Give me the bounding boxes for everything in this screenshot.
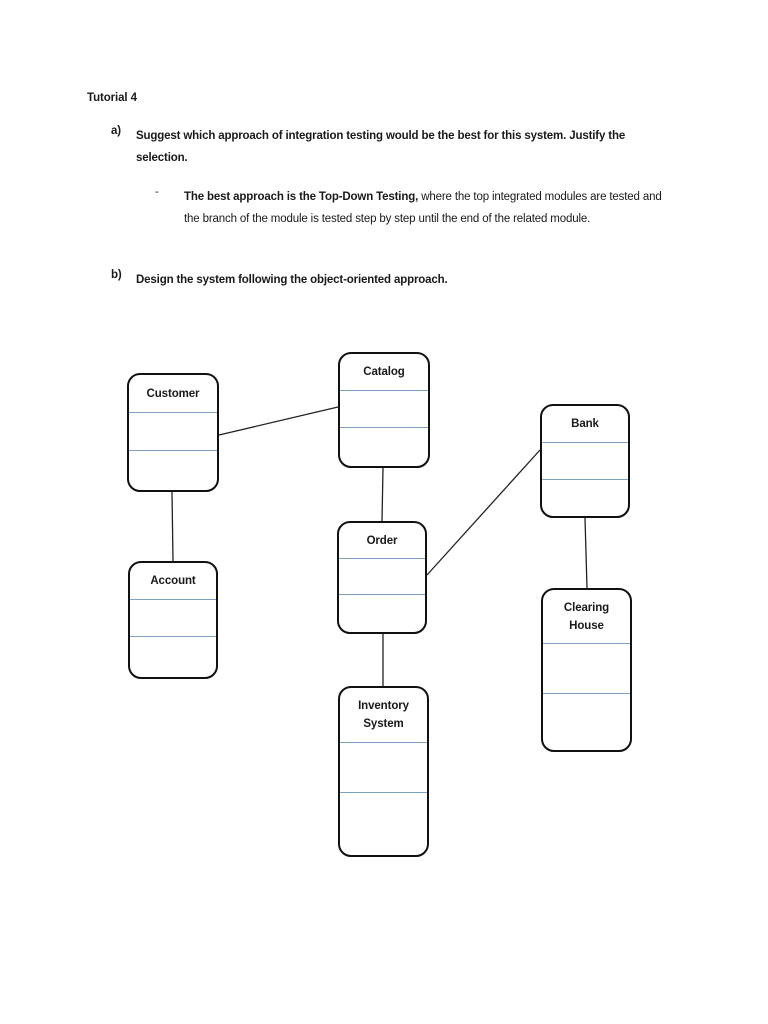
uml-class-order-name: Order <box>339 523 425 559</box>
uml-class-clearing-house-operations <box>543 694 630 750</box>
uml-class-account-name-line1: Account <box>150 575 196 588</box>
uml-class-order-operations <box>339 595 425 632</box>
uml-class-clearing-house-name: Clearing House <box>543 590 630 644</box>
uml-class-clearing-house-name-line2: House <box>569 619 604 632</box>
association-customer-catalog <box>218 406 339 436</box>
uml-class-clearing-house[interactable]: Clearing House <box>541 588 632 752</box>
question-b-marker: b) <box>111 269 122 281</box>
uml-class-customer-attributes <box>129 413 217 451</box>
uml-class-bank-name-line1: Bank <box>571 418 599 431</box>
association-order-bank <box>426 449 541 576</box>
answer-bullet: - The best approach is the Top-Down Test… <box>155 186 675 231</box>
uml-class-inventory-system-attributes <box>340 743 427 793</box>
association-catalog-order <box>381 467 384 522</box>
uml-class-order[interactable]: Order <box>337 521 427 634</box>
question-a: a) Suggest which approach of integration… <box>111 125 671 169</box>
association-customer-account <box>171 491 174 562</box>
question-b-text: Design the system following the object-o… <box>136 274 448 286</box>
answer-bullet-text: The best approach is the Top-Down Testin… <box>184 186 674 231</box>
answer-bullet-bold: The best approach is the Top-Down Testin… <box>184 191 419 203</box>
answer-bullet-rest: where the top integrated modules are tes… <box>184 191 662 226</box>
uml-class-account-attributes <box>130 600 216 637</box>
uml-class-customer-name-line1: Customer <box>146 387 200 400</box>
uml-class-catalog-attributes <box>340 391 428 428</box>
uml-class-order-attributes <box>339 559 425 595</box>
uml-class-customer-operations <box>129 451 217 490</box>
uml-class-account-name: Account <box>130 563 216 600</box>
uml-class-catalog-name: Catalog <box>340 354 428 391</box>
uml-class-inventory-system-name-line2: System <box>363 718 404 730</box>
uml-class-order-name-line1: Order <box>366 534 398 547</box>
question-a-marker: a) <box>111 125 122 137</box>
uml-class-bank-attributes <box>542 443 628 480</box>
question-a-text: Suggest which approach of integration te… <box>136 130 626 165</box>
uml-class-customer-name: Customer <box>129 375 217 413</box>
uml-class-catalog-operations <box>340 428 428 466</box>
association-bank-clearing <box>584 517 588 589</box>
uml-class-account-operations <box>130 637 216 677</box>
uml-class-clearing-house-name-line1: Clearing <box>563 601 610 614</box>
uml-class-catalog-name-line1: Catalog <box>363 366 405 379</box>
uml-class-clearing-house-attributes <box>543 644 630 694</box>
uml-class-customer[interactable]: Customer <box>127 373 219 492</box>
uml-class-inventory-system-name-line1: Inventory <box>358 700 409 713</box>
uml-class-bank-name: Bank <box>542 406 628 443</box>
page-title: Tutorial 4 <box>87 92 137 104</box>
uml-class-inventory-system-operations <box>340 793 427 855</box>
uml-class-inventory-system-name: Inventory System <box>340 688 427 743</box>
uml-class-bank[interactable]: Bank <box>540 404 630 518</box>
uml-class-bank-operations <box>542 480 628 516</box>
uml-class-catalog[interactable]: Catalog <box>338 352 430 468</box>
question-b: b) Design the system following the objec… <box>111 269 671 291</box>
answer-bullet-marker: - <box>155 186 159 198</box>
uml-class-account[interactable]: Account <box>128 561 218 679</box>
uml-class-inventory-system[interactable]: Inventory System <box>338 686 429 857</box>
